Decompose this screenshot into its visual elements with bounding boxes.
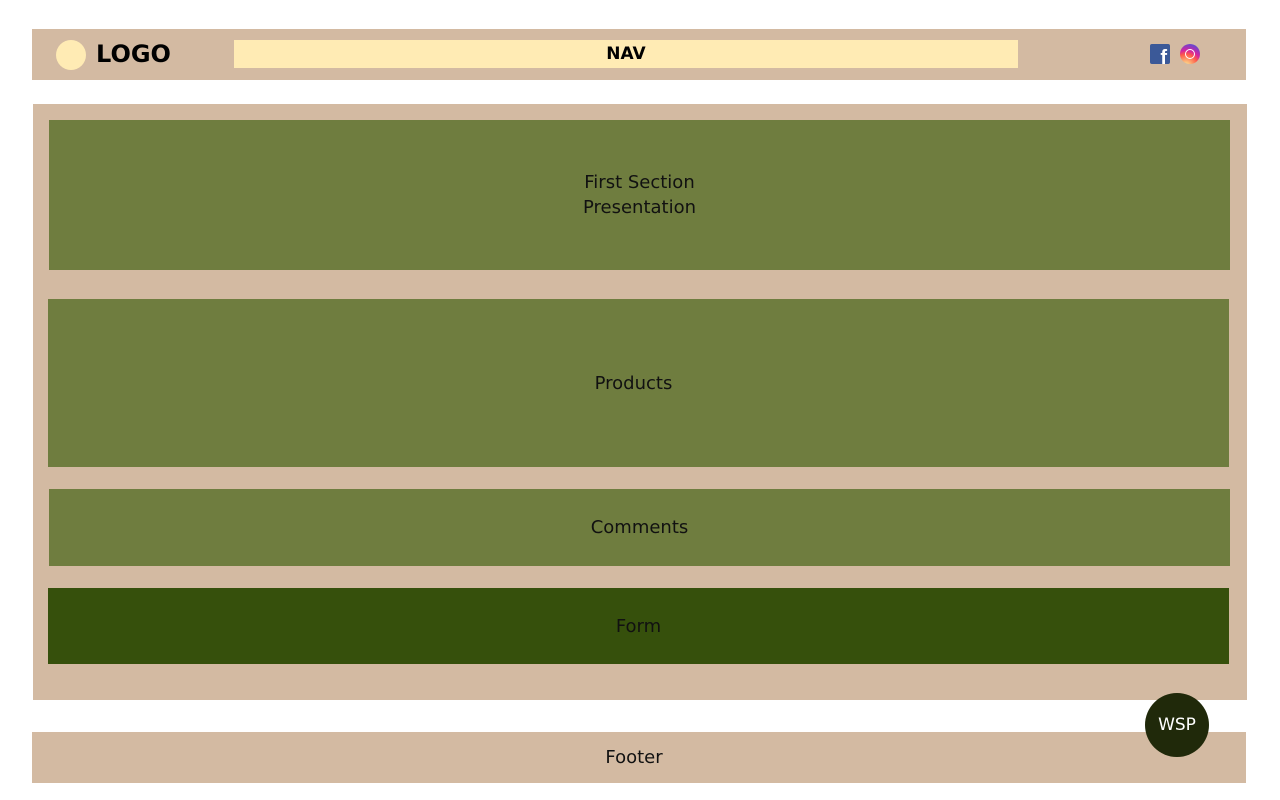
main-content: First Section Presentation Products Comm…: [33, 104, 1247, 700]
site-footer: Footer: [32, 732, 1246, 783]
form-section[interactable]: Form: [48, 588, 1229, 664]
facebook-icon[interactable]: f: [1150, 44, 1170, 64]
comments-section: Comments: [49, 489, 1230, 566]
products-section: Products: [48, 299, 1229, 467]
first-section-subtitle: Presentation: [582, 197, 697, 218]
first-section-title: First Section: [584, 172, 695, 193]
logo-text[interactable]: LOGO: [96, 40, 171, 68]
whatsapp-button-label: WSP: [1158, 715, 1196, 735]
form-label: Form: [615, 615, 662, 637]
nav-bar[interactable]: NAV: [234, 40, 1018, 68]
whatsapp-button[interactable]: WSP: [1145, 693, 1209, 757]
site-header: LOGO NAV f: [32, 29, 1246, 80]
first-section-presentation: First Section Presentation: [49, 120, 1230, 270]
logo-icon[interactable]: [56, 40, 86, 70]
products-label: Products: [594, 372, 673, 394]
footer-label: Footer: [605, 747, 663, 768]
instagram-icon[interactable]: [1180, 44, 1200, 64]
comments-label: Comments: [590, 517, 689, 538]
